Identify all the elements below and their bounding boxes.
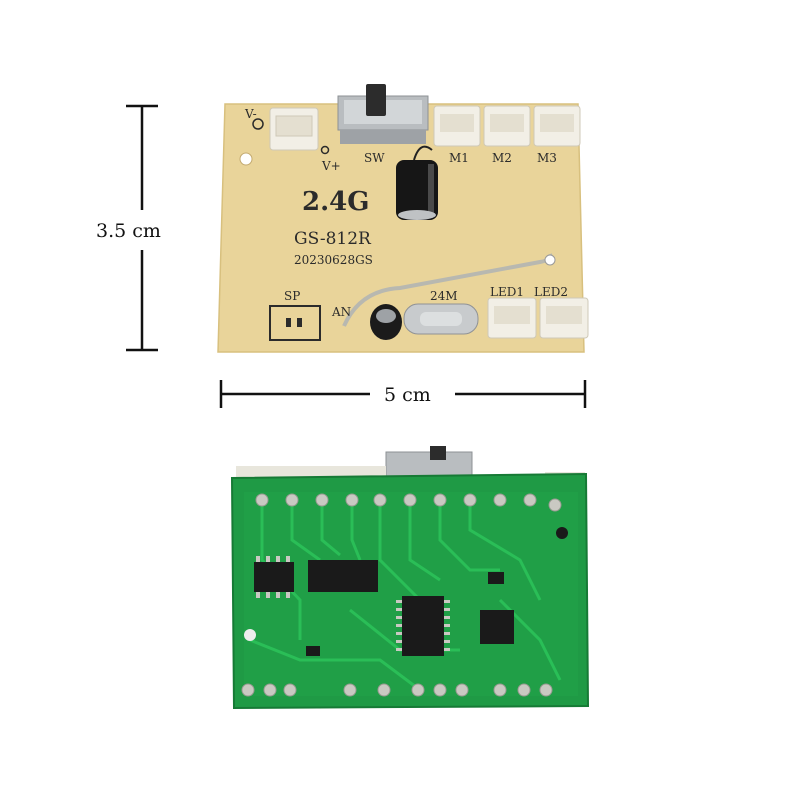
top-pcb: V- V+ SW M1 M2 M3 2.4G GS-812R 20230628G… — [217, 84, 589, 353]
silk-ant: AN — [331, 305, 351, 319]
silk-m3: M3 — [537, 151, 557, 165]
silk-sp: SP — [284, 289, 300, 303]
silk-freq: 2.4G — [302, 187, 369, 217]
silk-v-plus: V+ — [321, 159, 341, 173]
motor-connectors — [433, 105, 581, 147]
height-dimension-label: 3.5 cm — [96, 220, 161, 242]
height-dimension-line — [126, 104, 158, 352]
silk-model: GS-812R — [294, 229, 372, 249]
crystal-oscillator — [403, 303, 479, 335]
silk-date-code: 20230628GS — [294, 253, 373, 267]
v-connector — [269, 107, 319, 151]
bottom-pcb — [230, 446, 590, 710]
led-connectors — [487, 297, 589, 339]
silk-m2: M2 — [492, 151, 512, 165]
silk-v-minus: V- — [244, 107, 257, 121]
sp-footprint — [269, 305, 321, 341]
silk-crystal: 24M — [430, 289, 458, 303]
silk-led2: LED2 — [534, 285, 568, 299]
bottom-chips — [254, 560, 514, 656]
electrolytic-capacitor — [396, 145, 438, 220]
small-capacitor — [370, 304, 402, 340]
silk-led1: LED1 — [490, 285, 524, 299]
width-dimension-label: 5 cm — [384, 384, 431, 406]
silk-m1: M1 — [449, 151, 469, 165]
mounting-hole — [239, 152, 253, 166]
slide-switch — [337, 84, 429, 144]
silk-sw: SW — [364, 151, 385, 165]
width-dimension-line — [219, 380, 587, 408]
